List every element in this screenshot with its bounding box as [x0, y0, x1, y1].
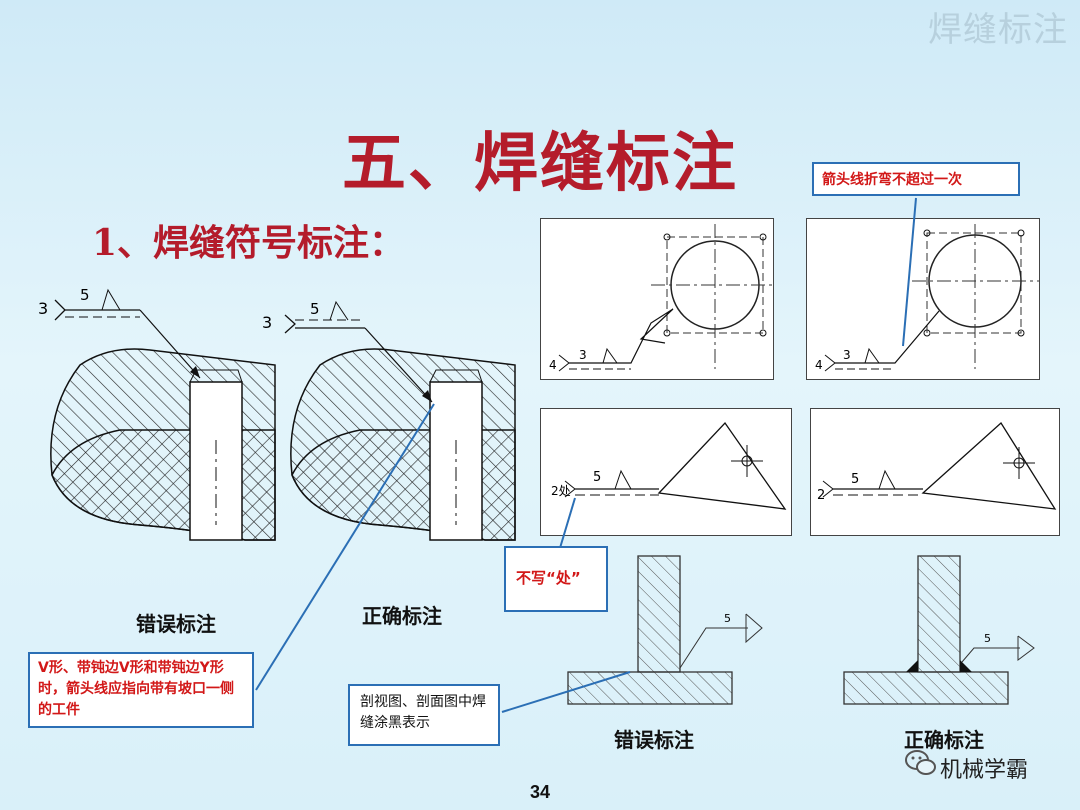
wechat-icon: [905, 750, 936, 775]
left-figures: 3 5 3 5: [38, 286, 516, 541]
page-title: 五、焊缝标注: [342, 126, 738, 201]
panel-mr-num2: 5: [851, 472, 859, 487]
panel-mid-right: 2 5: [810, 408, 1060, 536]
wrong-part: [50, 288, 276, 541]
panel-tr-num1: 4: [815, 358, 823, 372]
tjoint-right-dim: 5: [984, 632, 991, 645]
panel-ml-num2: 5: [593, 470, 601, 485]
panel-ml-num1: 2处: [551, 484, 571, 498]
panel-top-left: 4 3: [540, 218, 774, 380]
callout-arrow-bend: 箭头线折弯不超过一次: [812, 162, 1020, 196]
watermark: 焊缝标注: [928, 10, 1068, 50]
tjoint-wrong-dim: 5: [724, 612, 731, 625]
tjoint-figures: 5 5: [567, 555, 1035, 705]
panel-mr-num1: 2: [817, 488, 825, 503]
wrong-top-dim: 5: [80, 286, 90, 304]
tjoint-right: 5: [843, 555, 1035, 705]
right-side-dim: 3: [262, 313, 272, 332]
callout-section-black: 剖视图、剖面图中焊缝涂黑表示: [348, 684, 500, 746]
panel-top-right: 4 3: [806, 218, 1040, 380]
wrong-side-dim: 3: [38, 299, 48, 318]
panel-tl-num1: 4: [549, 358, 557, 372]
tjoint-right-caption: 正确标注: [904, 728, 984, 752]
wrong-caption-left: 错误标注: [136, 612, 216, 636]
right-caption-left: 正确标注: [362, 604, 442, 628]
logo-text: 机械学霸: [940, 758, 1029, 783]
page-number: 34: [529, 782, 551, 802]
right-part: [284, 300, 516, 541]
section-subtitle: 1、焊缝符号标注：: [92, 222, 406, 264]
panel-tr-num2: 3: [843, 348, 851, 362]
panel-tl-num2: 3: [579, 348, 587, 362]
panel-mid-left: 2处 5: [540, 408, 792, 536]
callout-v-groove: V形、带钝边V形和带钝边Y形时，箭头线应指向带有坡口一侧的工件: [28, 652, 254, 728]
callout-no-chu: 不写“处”: [504, 546, 608, 612]
tjoint-wrong-caption: 错误标注: [614, 728, 694, 752]
right-top-dim: 5: [310, 300, 320, 318]
